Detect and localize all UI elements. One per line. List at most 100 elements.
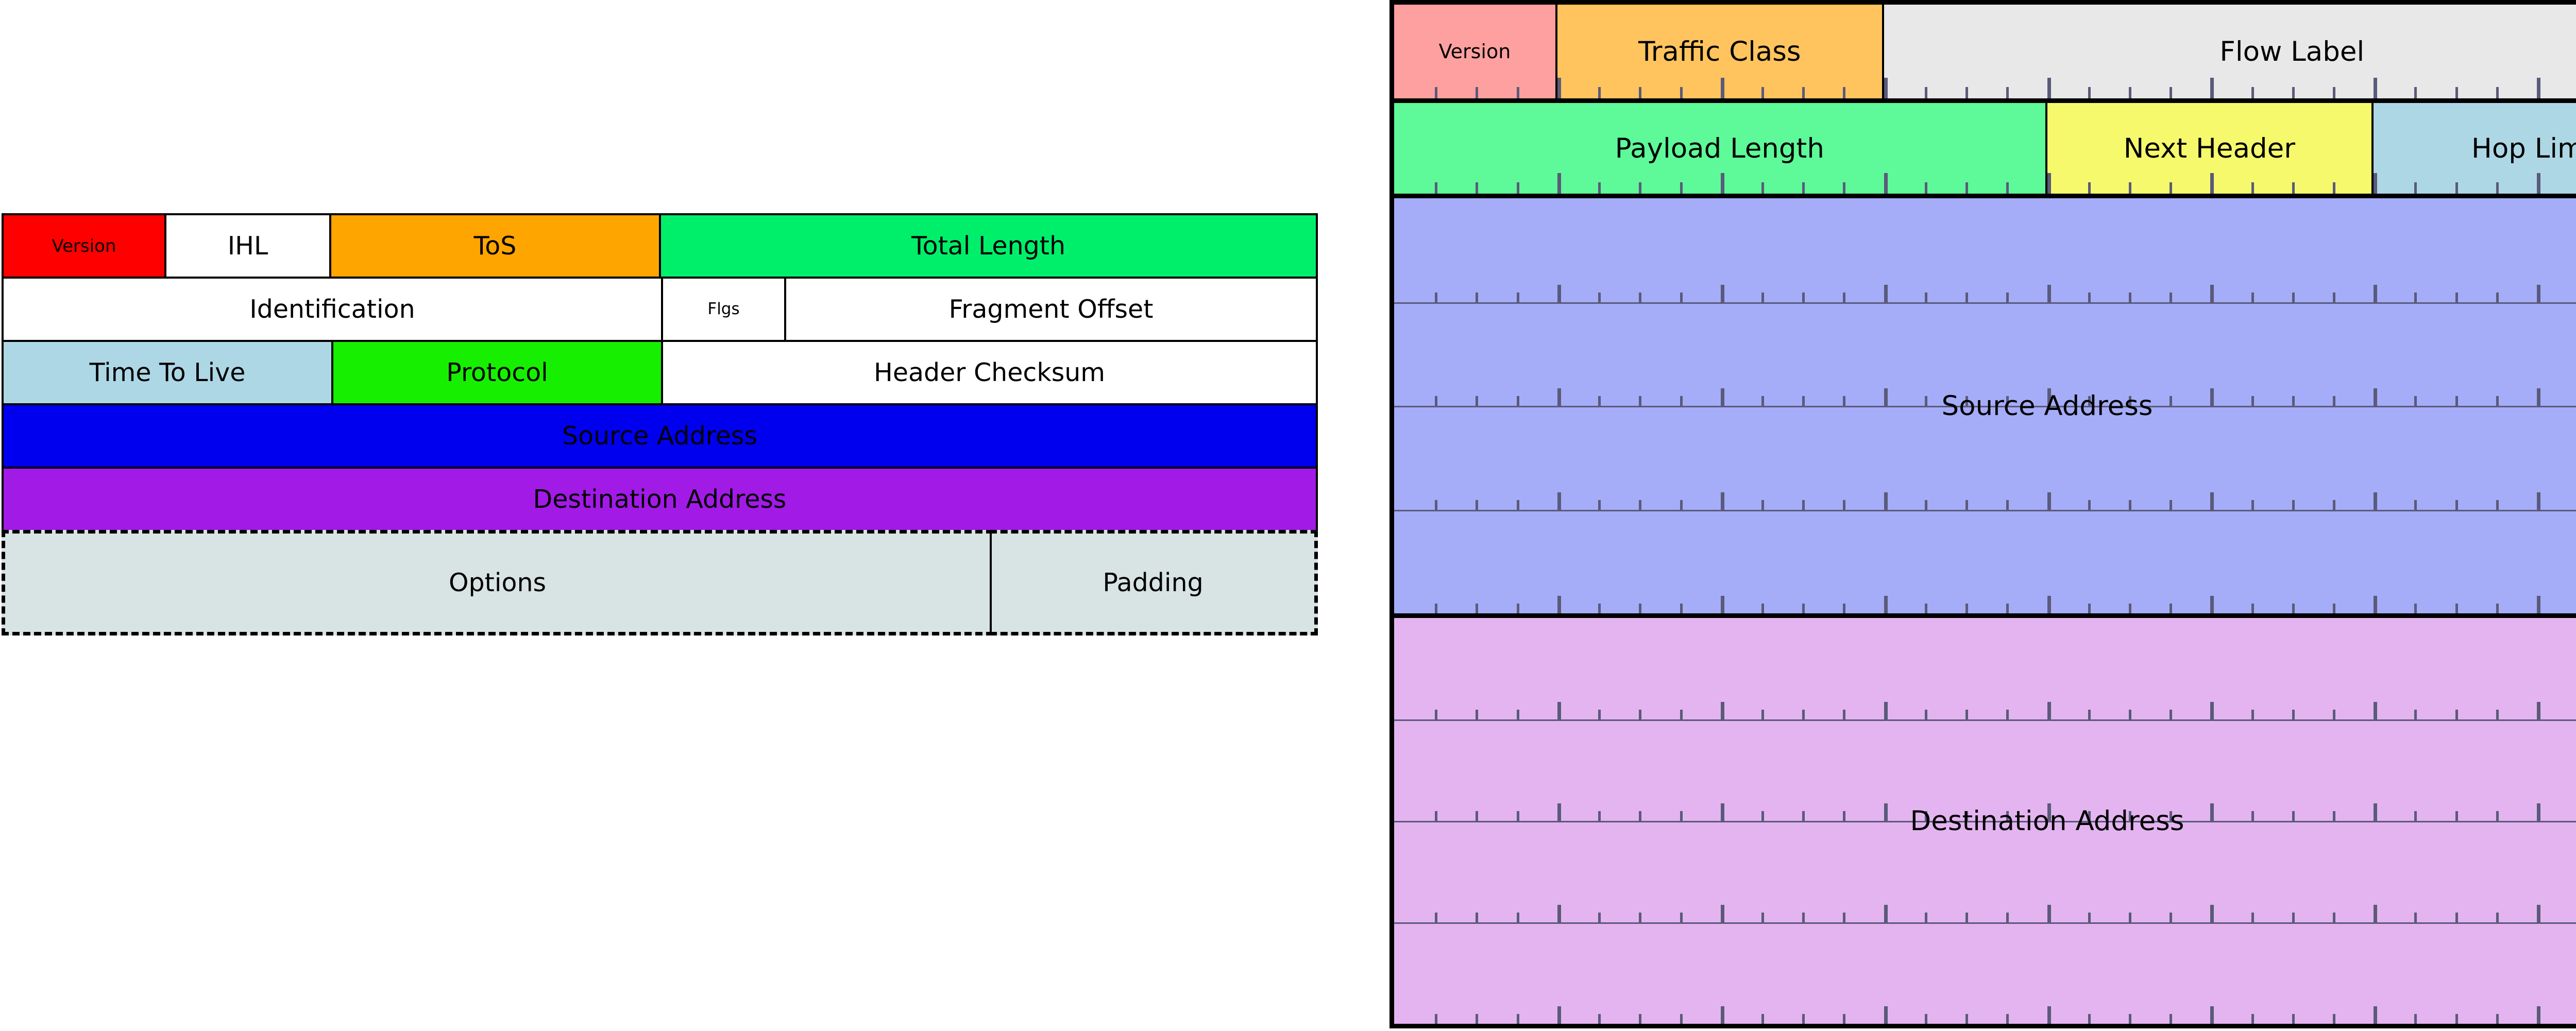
bit-tick: [1557, 284, 1561, 302]
ipv4-row-4: Source Address: [2, 403, 1318, 469]
bit-tick: [2374, 702, 2378, 719]
bit-tick: [1761, 182, 1764, 194]
bit-tick: [2537, 596, 2541, 613]
ipv6-field-destination-address: Destination Address: [1389, 613, 2576, 1028]
bit-tick: [2251, 1014, 2254, 1024]
bit-tick: [1557, 803, 1561, 821]
bit-tick: [1924, 710, 1927, 719]
bit-tick: [1557, 492, 1561, 510]
bit-tick: [1843, 811, 1846, 821]
bit-tick: [1476, 182, 1479, 194]
bit-tick: [1598, 87, 1601, 98]
bit-tick: [2006, 1014, 2009, 1024]
bit-tick: [1516, 292, 1519, 302]
bit-tick: [1557, 905, 1561, 922]
bit-tick: [1435, 604, 1438, 613]
bit-tick: [2496, 604, 2499, 613]
bit-tick: [2496, 87, 2499, 98]
bit-tick: [1598, 811, 1601, 821]
bit-tick: [1435, 500, 1438, 510]
bit-tick: [1802, 811, 1805, 821]
bit-tick: [2537, 284, 2541, 302]
bit-tick: [1720, 596, 1724, 613]
bit-tick: [2088, 396, 2091, 406]
bit-tick: [2374, 388, 2378, 406]
bit-tick: [2374, 1006, 2378, 1024]
bit-tick: [2088, 182, 2091, 194]
bit-tick: [2251, 710, 2254, 719]
bit-tick: [2537, 803, 2541, 821]
ipv4-row-6: Options Padding: [2, 530, 1318, 635]
bit-tick: [1639, 87, 1642, 98]
ipv6-source-address-words: [1394, 198, 2576, 613]
bit-tick: [1476, 913, 1479, 922]
word-separator: [1394, 821, 2576, 822]
bit-tick: [1680, 1014, 1683, 1024]
ipv4-row-1: Version IHL ToS Total Length: [2, 213, 1318, 279]
bit-tick: [1924, 87, 1927, 98]
bit-tick: [1802, 913, 1805, 922]
ipv6-address-word-row: [1394, 618, 2576, 719]
bit-tick: [1639, 913, 1642, 922]
bit-tick: [1720, 388, 1724, 406]
bit-tick: [1761, 710, 1764, 719]
bit-tick: [2210, 803, 2214, 821]
bit-tick: [2210, 284, 2214, 302]
bit-tick: [1965, 710, 1969, 719]
bit-tick: [2496, 1014, 2499, 1024]
bit-tick: [1476, 604, 1479, 613]
ipv6-address-word-row: [1394, 719, 2576, 821]
bit-tick: [1884, 702, 1888, 719]
bit-tick: [2496, 396, 2499, 406]
bit-tick: [2170, 87, 2173, 98]
bit-tick: [1557, 173, 1561, 194]
bit-tick: [2496, 710, 2499, 719]
bit-tick: [2210, 905, 2214, 922]
ipv6-row-1: Version Traffic Class Flow Label: [1389, 0, 2576, 103]
bit-tick: [1435, 182, 1438, 194]
ipv6-field-source-address: Source Address: [1389, 194, 2576, 618]
ipv6-address-word-row: [1394, 922, 2576, 1024]
ipv4-field-time-to-live: Time To Live: [2, 340, 333, 405]
bit-tick: [1761, 913, 1764, 922]
bit-tick: [2170, 913, 2173, 922]
ipv4-header-diagram: Version IHL ToS Total Length Identificat…: [2, 213, 1318, 832]
bit-tick: [2047, 596, 2051, 613]
bit-tick: [2047, 1006, 2051, 1024]
bit-tick: [2088, 292, 2091, 302]
bit-tick: [1802, 710, 1805, 719]
bit-tick: [1965, 811, 1969, 821]
bit-tick: [1884, 492, 1888, 510]
bit-tick: [2374, 173, 2378, 194]
bit-tick: [2292, 396, 2295, 406]
ipv4-field-header-checksum: Header Checksum: [661, 340, 1318, 405]
bit-tick: [2088, 811, 2091, 821]
ipv4-field-protocol: Protocol: [331, 340, 663, 405]
bit-tick: [1843, 604, 1846, 613]
ipv6-field-version: Version: [1394, 5, 1557, 98]
ipv6-field-flow-label: Flow Label: [1884, 5, 2576, 98]
bit-tick: [1557, 388, 1561, 406]
bit-tick: [2333, 292, 2336, 302]
bit-tick: [2414, 87, 2417, 98]
bit-tick: [1680, 811, 1683, 821]
bit-tick: [2537, 78, 2541, 98]
bit-tick: [2292, 87, 2295, 98]
bit-tick: [2537, 905, 2541, 922]
bit-tick: [2496, 913, 2499, 922]
bit-tick: [2414, 811, 2417, 821]
bit-tick: [2047, 173, 2051, 194]
bit-tick: [1598, 1014, 1601, 1024]
bit-tick: [1761, 396, 1764, 406]
bit-tick: [2333, 1014, 2336, 1024]
bit-tick: [2128, 913, 2131, 922]
bit-tick: [1924, 811, 1927, 821]
bit-tick: [2292, 182, 2295, 194]
bit-tick: [1965, 292, 1969, 302]
bit-tick: [1516, 604, 1519, 613]
bit-tick: [1598, 396, 1601, 406]
bit-tick: [1884, 905, 1888, 922]
bit-tick: [2374, 284, 2378, 302]
bit-tick: [2006, 292, 2009, 302]
bit-tick: [1516, 87, 1519, 98]
